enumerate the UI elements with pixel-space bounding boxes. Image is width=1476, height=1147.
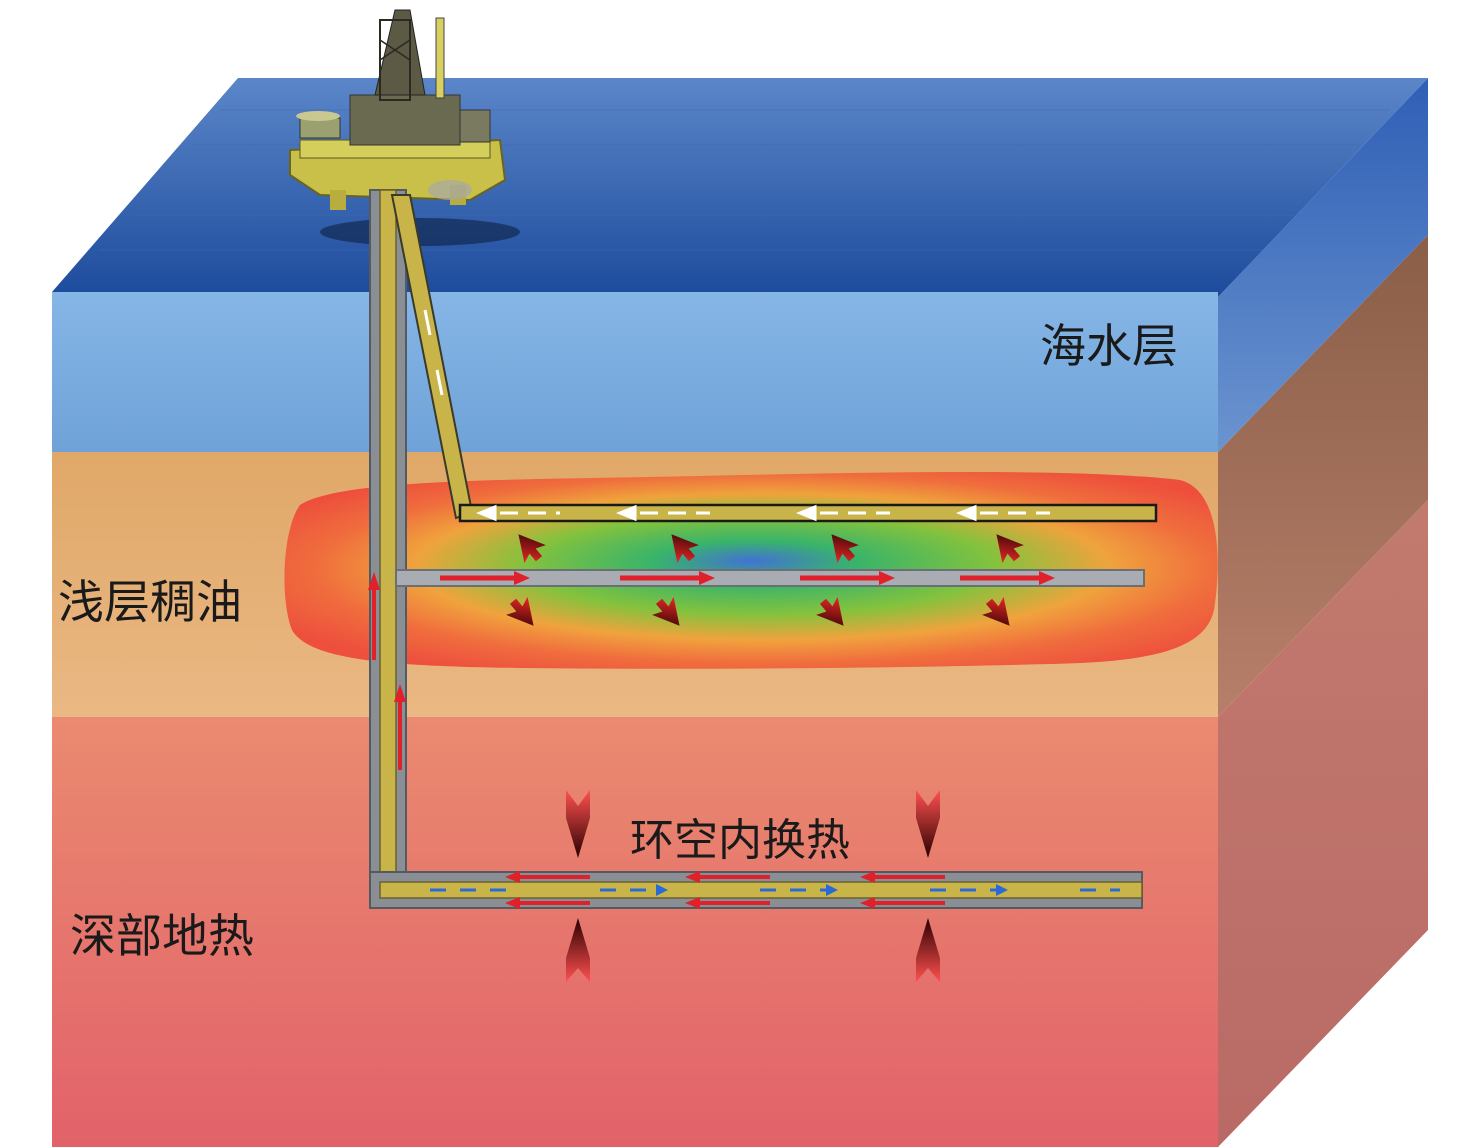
side-face-sand [1218,235,1428,717]
label-deep-geothermal: 深部地热 [70,909,254,963]
side-face-water [1218,78,1428,452]
label-annulus-heat-exchange: 环空内换热 [630,815,850,866]
middle-horizontal-well [395,569,1145,587]
sea-surface [52,78,1428,297]
lower-inner-flow-arrows [430,884,1120,896]
vertical-well-inner [379,189,397,896]
label-seawater-layer: 海水层 [1040,319,1178,373]
label-shallow-heavy-oil: 浅层稠油 [58,575,242,629]
geothermal-heat-arrows [566,790,940,982]
inclined-flow-arrows [423,309,444,396]
side-face-deep [1218,500,1428,1147]
heat-diffusion-arrows [506,534,1024,626]
offshore-platform-icon [289,9,507,210]
seawater-layer [52,292,1218,452]
middle-well-flow-arrows [440,571,1055,585]
vertical-upflow-arrows [368,572,406,770]
lower-annulus-flow-arrows [505,871,945,909]
geothermal-layer [52,717,1218,1147]
upper-well-flow-arrows [475,504,1050,522]
